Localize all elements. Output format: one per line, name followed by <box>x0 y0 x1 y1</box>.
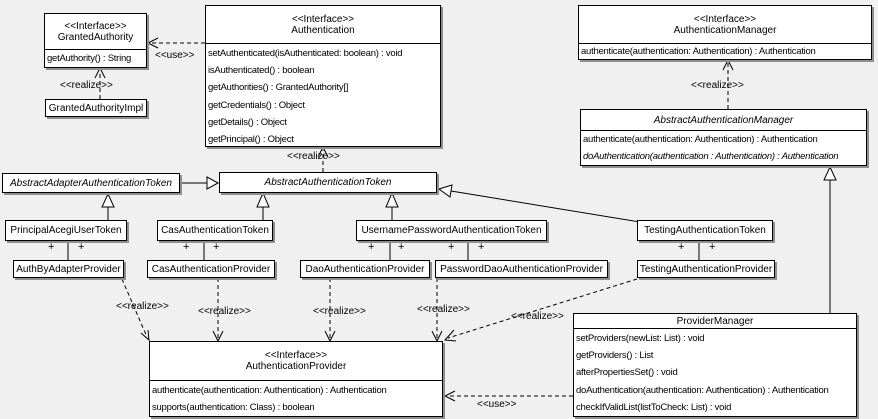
edge-generalization-usernamepassword-token[interactable] <box>385 191 399 220</box>
method-label: setAuthenticated(isAuthenticated: boolea… <box>208 48 403 59</box>
class-name: AbstractAdapterAuthenticationToken <box>10 177 172 189</box>
edge-generalization-cas-token[interactable] <box>256 191 270 220</box>
class-name: AuthenticationProvider <box>245 361 347 372</box>
association-end-plus: + <box>398 241 405 253</box>
method-label: getPrincipal() : Object <box>208 134 294 146</box>
method-label: doAuthentication(authentication: Authent… <box>576 384 829 396</box>
edge-generalization-testing-token[interactable] <box>437 184 641 223</box>
class-name: AbstractAuthenticationManager <box>653 114 794 126</box>
association-end-plus: + <box>709 241 716 253</box>
edge-realize-authbyadapterprovider[interactable] <box>121 278 150 342</box>
method-label: authenticate(authentication: Authenticat… <box>152 385 387 396</box>
realize-label: <<realize>> <box>691 80 744 91</box>
class-granted-authority[interactable]: <<Interface>> GrantedAuthority getAuthor… <box>44 13 147 68</box>
method-label: getCredentials() : Object <box>208 99 305 111</box>
class-name: GrantedAuthority <box>57 31 134 43</box>
method-label: getAuthority() : String <box>47 53 132 64</box>
association-end-plus: + <box>213 241 220 253</box>
class-name: PasswordDaoAuthenticationProvider <box>440 263 603 275</box>
realize-label: <<realize>> <box>511 311 564 322</box>
class-principal-acegi-user-token[interactable]: PrincipalAcegiUserToken <box>5 220 127 241</box>
realize-label: <<realize>> <box>198 306 251 317</box>
class-abstract-authentication-token[interactable]: AbstractAuthenticationToken <box>219 172 437 193</box>
realize-label: <<realize>> <box>60 80 113 91</box>
edge-realize-testingprovider[interactable] <box>443 278 638 342</box>
class-cas-authentication-provider[interactable]: CasAuthenticationProvider <box>147 260 275 278</box>
class-name: GrantedAuthorityImpl <box>48 102 144 114</box>
class-name: AbstractAuthenticationToken <box>264 177 392 188</box>
realize-label: <<realize>> <box>313 306 366 317</box>
association-end-plus: + <box>678 241 685 253</box>
edge-realize-grantedauthorityimpl[interactable] <box>94 66 106 99</box>
method-label: doAuthentication(authentication : Authen… <box>583 150 839 162</box>
class-testing-authentication-provider[interactable]: TestingAuthenticationProvider <box>637 260 775 278</box>
stereotype-label: <<Interface>> <box>693 13 757 25</box>
class-provider-manager[interactable]: ProviderManager setProviders(newList: Li… <box>573 313 857 417</box>
association-end-plus: + <box>78 241 85 253</box>
class-name: DaoAuthenticationProvider <box>305 263 425 275</box>
method-label: getAuthorities() : GrantedAuthority[] <box>208 82 349 94</box>
use-label: <<use>> <box>477 399 517 410</box>
method-label: supports(authentication: Class) : boolea… <box>152 402 315 413</box>
edge-use-authentication-grantedauthority[interactable] <box>146 37 205 49</box>
class-auth-by-adapter-provider[interactable]: AuthByAdapterProvider <box>13 260 124 278</box>
class-username-password-authentication-token[interactable]: UsernamePasswordAuthenticationToken <box>356 220 547 241</box>
realize-label: <<realize>> <box>417 304 470 315</box>
method-label: authenticate(authentication: Authenticat… <box>581 46 816 57</box>
class-name: Authentication <box>291 24 355 36</box>
class-testing-authentication-token[interactable]: TestingAuthenticationToken <box>637 220 773 241</box>
edge-generalization-adapter-token[interactable] <box>180 176 220 190</box>
class-name: UsernamePasswordAuthenticationToken <box>361 225 542 236</box>
association-end-plus: + <box>478 241 485 253</box>
class-password-dao-authentication-provider[interactable]: PasswordDaoAuthenticationProvider <box>435 260 608 278</box>
class-dao-authentication-provider[interactable]: DaoAuthenticationProvider <box>300 260 430 278</box>
method-label: isAuthenticated() : boolean <box>208 65 315 77</box>
class-granted-authority-impl[interactable]: GrantedAuthorityImpl <box>45 99 147 117</box>
association-end-plus: + <box>183 241 190 253</box>
association-end-plus: + <box>368 241 375 253</box>
edge-use-providermanager-authenticationprovider[interactable] <box>443 390 573 402</box>
edge-generalization-providermanager[interactable] <box>823 165 837 313</box>
association-end-plus: + <box>448 241 455 253</box>
stereotype-label: <<Interface>> <box>264 350 328 361</box>
class-abstract-adapter-authentication-token[interactable]: AbstractAdapterAuthenticationToken <box>2 173 180 193</box>
class-authentication-manager[interactable]: <<Interface>> AuthenticationManager auth… <box>578 5 872 60</box>
method-label: getDetails() : Object <box>208 116 287 128</box>
class-authentication-provider[interactable]: <<Interface>> AuthenticationProvider aut… <box>149 341 443 417</box>
association-end-plus: + <box>48 241 55 253</box>
method-label: checkIfValidList(listToCheck: List) : vo… <box>576 401 732 413</box>
stereotype-label: <<Interface>> <box>64 20 127 32</box>
class-authentication[interactable]: <<Interface>> Authentication setAuthenti… <box>205 5 441 147</box>
realize-label: <<realize>> <box>116 301 169 312</box>
method-label: getProviders() : List <box>576 350 654 362</box>
realize-label: <<realize>> <box>287 151 340 162</box>
edge-generalization-principal-token[interactable] <box>101 192 115 220</box>
class-name: AuthenticationManager <box>673 24 777 36</box>
method-label: authenticate(authentication: Authenticat… <box>583 134 818 145</box>
class-name: TestingAuthenticationToken <box>644 225 766 236</box>
class-name: TestingAuthenticationProvider <box>639 263 773 275</box>
use-label: <<use>> <box>155 50 195 61</box>
method-label: afterPropertiesSet() : void <box>576 367 678 379</box>
class-name: CasAuthenticationToken <box>161 225 269 236</box>
edge-realize-abstractauthenticationtoken[interactable] <box>317 145 329 172</box>
class-name: ProviderManager <box>676 315 754 327</box>
class-name: AuthByAdapterProvider <box>16 263 121 275</box>
class-name: CasAuthenticationProvider <box>151 263 271 275</box>
class-cas-authentication-token[interactable]: CasAuthenticationToken <box>157 220 273 241</box>
class-abstract-authentication-manager[interactable]: AbstractAuthenticationManager authentica… <box>580 109 867 166</box>
class-name: PrincipalAcegiUserToken <box>10 225 122 236</box>
edge-realize-abstractauthenticationmanager[interactable] <box>722 58 734 109</box>
stereotype-label: <<Interface>> <box>291 13 355 25</box>
method-label: setProviders(newList: List) : void <box>576 333 705 344</box>
